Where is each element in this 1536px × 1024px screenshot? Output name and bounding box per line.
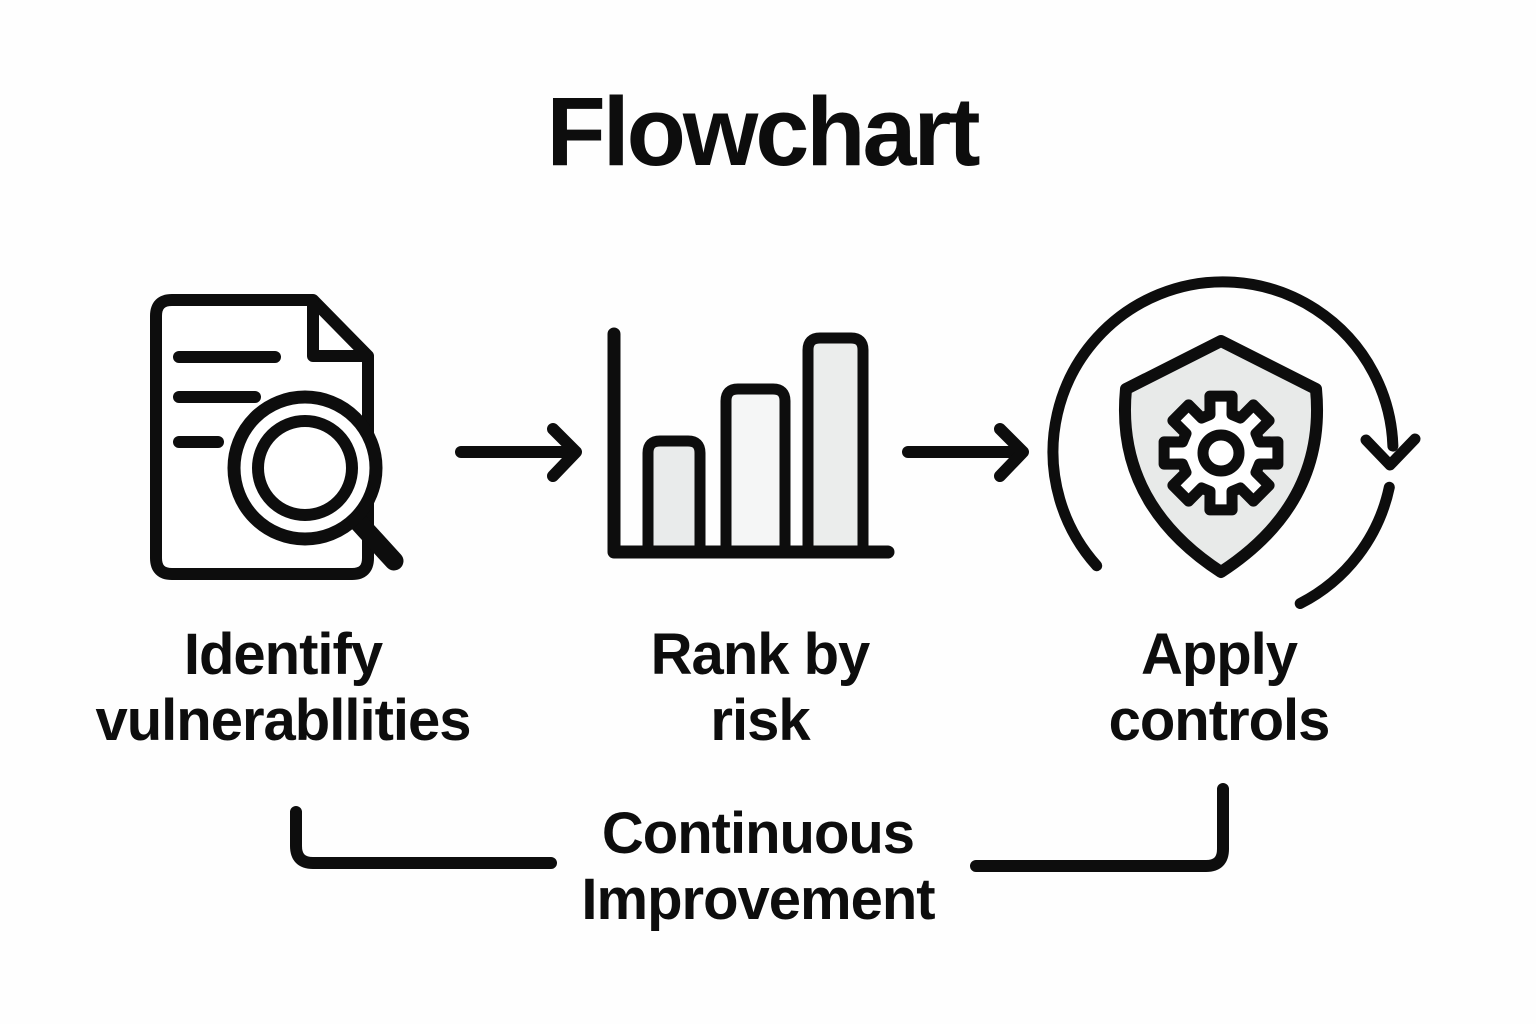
- caption-line: controls: [1108, 688, 1331, 753]
- caption-line: vulnerabllities: [95, 688, 471, 753]
- cycle-arrow-head: [1360, 433, 1421, 471]
- document-search-icon: [150, 294, 404, 580]
- arrow-right-icon: [902, 423, 1029, 482]
- feedback-bracket-left: [290, 806, 557, 869]
- step-caption-rank-by-risk: Rank by risk: [510, 622, 1010, 754]
- document-fold-corner: [307, 296, 372, 362]
- caption-line: risk: [710, 688, 810, 753]
- footer-line: Improvement: [581, 867, 935, 932]
- shield-gear-cycle-icon: [1047, 276, 1421, 609]
- cycle-arc-lower: [1294, 481, 1395, 609]
- step-caption-identify-vulnerabilities: Identify vulnerabllities: [33, 622, 533, 754]
- gear-hub: [1197, 429, 1245, 477]
- bar-medium: [720, 383, 791, 558]
- arrow-head: [547, 423, 582, 482]
- continuous-improvement-label: Continuous Improvement: [508, 801, 1008, 933]
- caption-line: Identify: [183, 622, 383, 687]
- cycle-arrow-icon: [1047, 276, 1421, 609]
- step-caption-apply-controls: Apply controls: [969, 622, 1469, 754]
- caption-line: Rank by: [650, 622, 871, 687]
- cycle-arc-main: [1047, 276, 1399, 572]
- bar-high: [802, 332, 869, 558]
- bar-low: [642, 435, 706, 558]
- page-title: Flowchart: [546, 77, 980, 186]
- caption-line: Apply: [1140, 622, 1298, 687]
- arrow-right-icon: [455, 423, 582, 482]
- chart-axes: [607, 327, 895, 559]
- footer-line: Continuous: [601, 801, 915, 866]
- magnifier-lens-inner: [252, 415, 358, 521]
- arrow-head: [994, 423, 1029, 482]
- bar-chart-icon: [607, 327, 895, 559]
- feedback-bracket-right: [970, 783, 1229, 872]
